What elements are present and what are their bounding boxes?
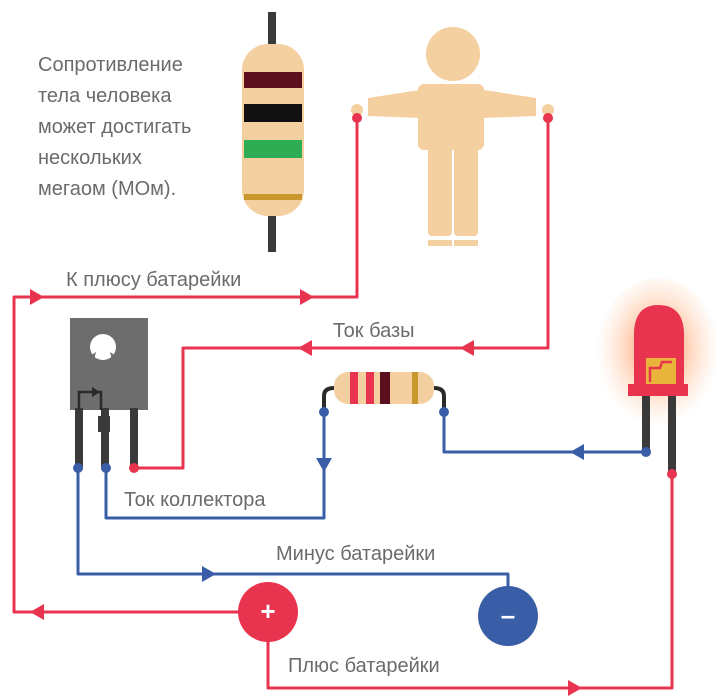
note-line: тела человека xyxy=(38,85,172,107)
note-line: нескольких xyxy=(38,147,142,169)
human-figure-icon xyxy=(351,27,554,246)
flow-arrows xyxy=(30,289,584,696)
wire-battery-plus-led xyxy=(266,472,674,690)
label-battery-minus: Минус батарейки xyxy=(276,543,435,565)
note-line: мегаом (МОм). xyxy=(38,178,177,200)
label-to-battery-plus: К плюсу батарейки xyxy=(66,269,241,291)
left-hand-contact xyxy=(352,113,362,123)
led-icon xyxy=(596,278,716,479)
arrow-left xyxy=(460,340,474,356)
body-resistance-note: Сопротивление тела человека может достиг… xyxy=(38,50,228,205)
note-line: Сопротивление xyxy=(38,54,183,76)
wire-led-resistor xyxy=(442,410,646,454)
arrow-right xyxy=(568,680,582,696)
arrow-left xyxy=(298,340,312,356)
label-battery-plus: Плюс батарейки xyxy=(288,655,440,677)
label-collector-current: Ток коллектора xyxy=(124,489,266,511)
arrow-left xyxy=(30,604,44,620)
right-hand-contact xyxy=(543,113,553,123)
arrow-right xyxy=(30,289,44,305)
wire-to-battery-plus xyxy=(12,116,359,614)
battery-minus-terminal: – xyxy=(478,586,538,646)
arrow-down xyxy=(316,458,332,472)
wire-battery-minus xyxy=(76,466,510,592)
arrow-right xyxy=(202,566,216,582)
note-line: может достигать xyxy=(38,116,192,138)
label-base-current: Ток базы xyxy=(333,320,415,342)
arrow-left xyxy=(570,444,584,460)
battery-minus-symbol: – xyxy=(501,600,515,630)
battery-plus-symbol: + xyxy=(260,596,275,626)
transistor-icon xyxy=(70,318,148,473)
body-resistor-icon xyxy=(242,12,304,252)
arrow-right xyxy=(300,289,314,305)
wire-base-current xyxy=(132,116,550,470)
battery-plus-terminal: + xyxy=(238,582,298,642)
current-limiting-resistor-icon xyxy=(319,372,449,417)
